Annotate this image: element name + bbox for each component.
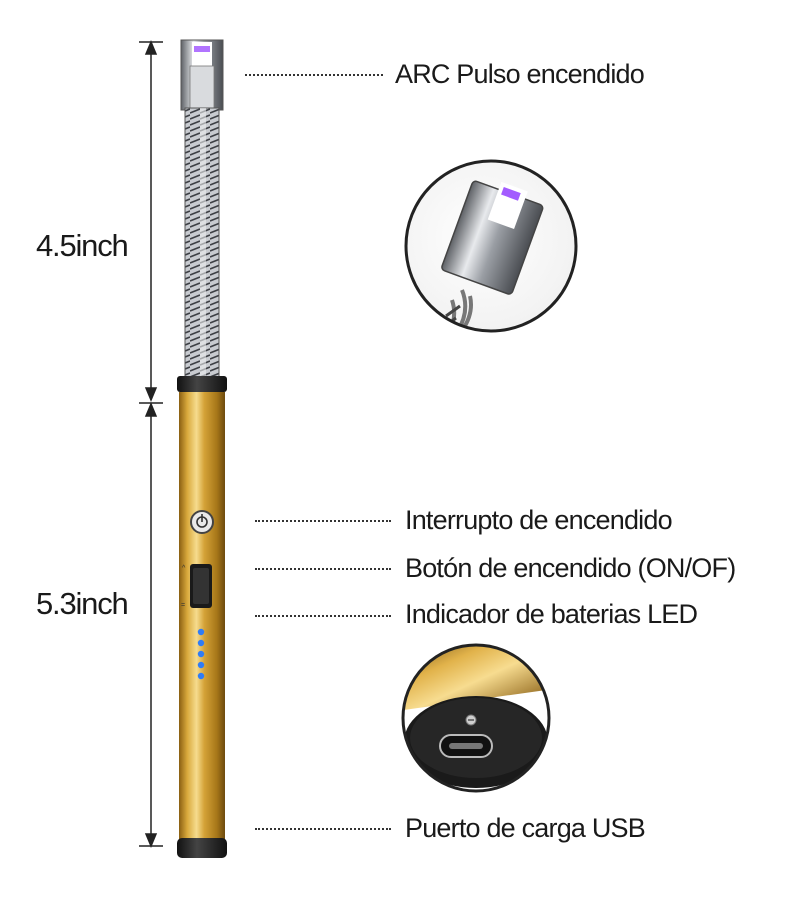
top-cap: [177, 376, 227, 392]
arc-head: [180, 39, 224, 111]
battery-led-dot: [197, 661, 205, 669]
svg-text:^: ^: [182, 565, 186, 572]
leader-power: [255, 568, 391, 570]
dimension-label-bottom: 5.3inch: [36, 586, 129, 621]
svg-text:=: =: [181, 602, 185, 609]
callout-usb-port: Puerto de carga USB: [405, 813, 646, 843]
ignition-switch: [190, 510, 214, 534]
dimension-lines: [139, 40, 163, 848]
leader-ignition: [255, 520, 391, 522]
callout-ignition-switch: Interrupto de encendido: [405, 505, 673, 535]
power-button: ^ =: [181, 564, 212, 609]
battery-led-dot: [197, 628, 205, 636]
battery-led-indicator: [197, 628, 205, 680]
callout-power-button: Botón de encendido (ON/OF): [405, 553, 736, 583]
leader-usb: [255, 828, 391, 830]
battery-led-dot: [197, 639, 205, 647]
leader-arc: [245, 74, 383, 76]
callout-arc: ARC Pulso encendido: [395, 59, 645, 89]
battery-led-dot: [197, 672, 205, 680]
arc-zoom-circle: [404, 159, 578, 333]
callout-battery-indicator: Indicador de baterias LED: [405, 599, 698, 629]
leader-battery: [255, 615, 391, 617]
usb-zoom-circle: [401, 643, 551, 793]
gold-body: [179, 392, 225, 840]
bottom-cap: [177, 838, 227, 858]
dimension-label-top: 4.5inch: [36, 228, 129, 263]
battery-led-dot: [197, 650, 205, 658]
